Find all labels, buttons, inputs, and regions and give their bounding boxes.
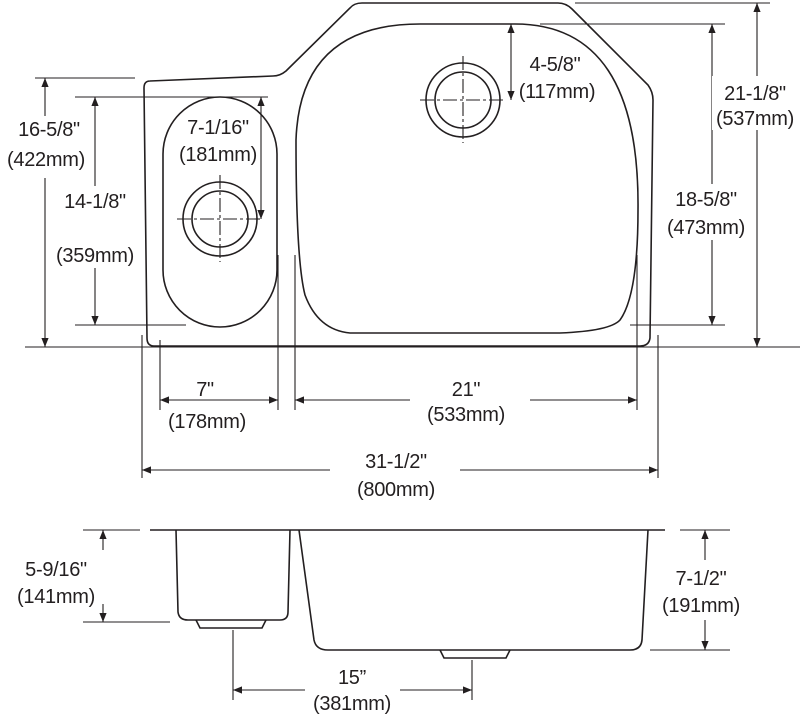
dim-large-bowl-width-in: 21"	[452, 379, 481, 401]
dim-small-drain-offset-mm: (181mm)	[179, 144, 257, 166]
small-drain	[177, 175, 263, 262]
dim-small-bowl-width-in: 7"	[196, 379, 214, 401]
side-view: 5-9/16" (141mm) 7-1/2" (191mm) 15” (381m…	[17, 529, 740, 715]
dim-overall-left-height-mm: (422mm)	[7, 149, 85, 171]
large-drain	[420, 56, 506, 143]
dim-overall-right-height-in: 21-1/8"	[724, 83, 786, 105]
dim-small-bowl-width-mm: (178mm)	[168, 411, 246, 433]
top-view: 16-5/8" (422mm) 14-1/8" (359mm) 7-1/16" …	[2, 2, 800, 501]
large-bowl	[295, 23, 639, 334]
dim-overall-left-height-in: 16-5/8"	[18, 119, 80, 141]
dim-large-bowl-length-mm: (473mm)	[667, 217, 745, 239]
small-drain-profile	[195, 619, 267, 629]
sink-outline	[143, 2, 654, 347]
dim-overall-width-in: 31-1/2"	[365, 451, 427, 473]
dim-large-drain-offset-mm: (117mm)	[519, 81, 595, 103]
dim-small-bowl-depth-in: 5-9/16"	[25, 559, 87, 581]
dim-small-bowl-depth-mm: (141mm)	[17, 586, 95, 608]
dim-overall-width-mm: (800mm)	[357, 479, 435, 501]
large-bowl-profile	[298, 529, 649, 651]
dim-drain-spacing-in: 15”	[338, 667, 366, 689]
dim-large-bowl-depth-in: 7-1/2"	[676, 568, 727, 590]
dim-small-bowl-length-mm: (359mm)	[56, 245, 134, 267]
large-drain-profile	[439, 649, 511, 659]
dim-large-bowl-width-mm: (533mm)	[427, 404, 505, 426]
small-bowl-profile	[175, 529, 291, 621]
dim-overall-right-height-mm: (537mm)	[716, 108, 794, 130]
dim-large-drain-offset-in: 4-5/8"	[530, 54, 581, 76]
dim-small-drain-offset-in: 7-1/16"	[187, 117, 249, 139]
dim-large-bowl-depth-mm: (191mm)	[662, 595, 740, 617]
small-bowl	[162, 96, 278, 328]
dim-drain-spacing-mm: (381mm)	[313, 693, 391, 715]
dim-large-bowl-length-in: 18-5/8"	[675, 189, 737, 211]
dim-small-bowl-length-in: 14-1/8"	[64, 191, 126, 213]
